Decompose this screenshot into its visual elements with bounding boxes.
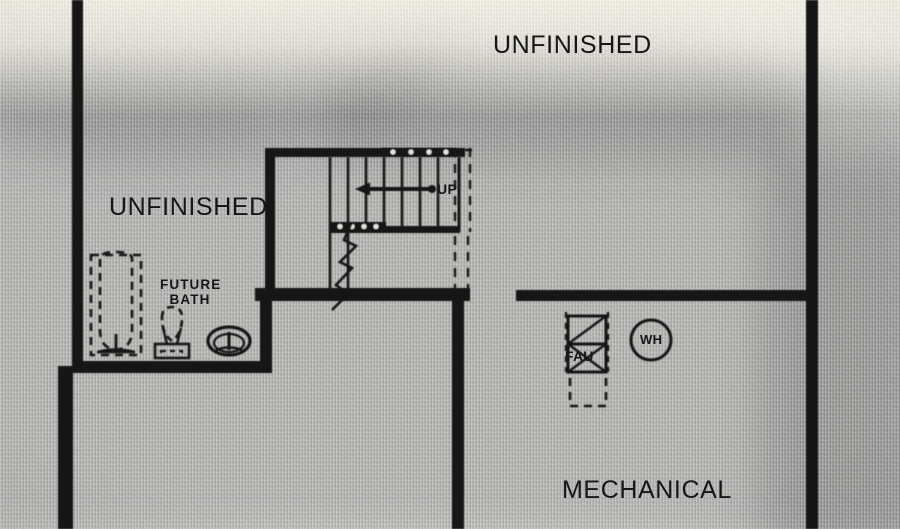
room-label-mechanical: MECHANICAL (562, 476, 732, 504)
wall-exterior-left-lower (58, 366, 73, 529)
future-bath-line-1: FUTURE (160, 277, 222, 292)
wall-interior-horizontal-left (255, 288, 470, 301)
future-bath-line-2: BATH (169, 292, 211, 308)
stair-direction-label: UP (437, 181, 458, 197)
stair-direction-arrow (355, 182, 436, 196)
wall-bath-bottom (72, 361, 272, 373)
wall-mechanical-left (452, 295, 464, 529)
wall-stair-left (265, 148, 275, 296)
fixture-sink (206, 325, 252, 357)
fixture-toilet (153, 305, 191, 360)
fixture-label-future-bath: FUTURE BATH (160, 277, 220, 307)
stair-handrail-upper (381, 148, 453, 156)
stairs-assembly (328, 148, 461, 311)
wall-interior-horizontal-right (516, 290, 810, 301)
equipment-label-wh: WH (640, 332, 663, 347)
fixture-tub-shower (89, 250, 143, 357)
wall-exterior-left-upper (72, 0, 83, 372)
stair-handrail-lower (330, 222, 386, 231)
equipment-label-fau: FAU (565, 348, 594, 364)
wall-exterior-right (806, 0, 818, 529)
room-label-unfinished-upper: UNFINISHED (493, 31, 652, 59)
wall-bath-right (260, 288, 272, 368)
room-label-unfinished-left: UNFINISHED (109, 193, 268, 221)
